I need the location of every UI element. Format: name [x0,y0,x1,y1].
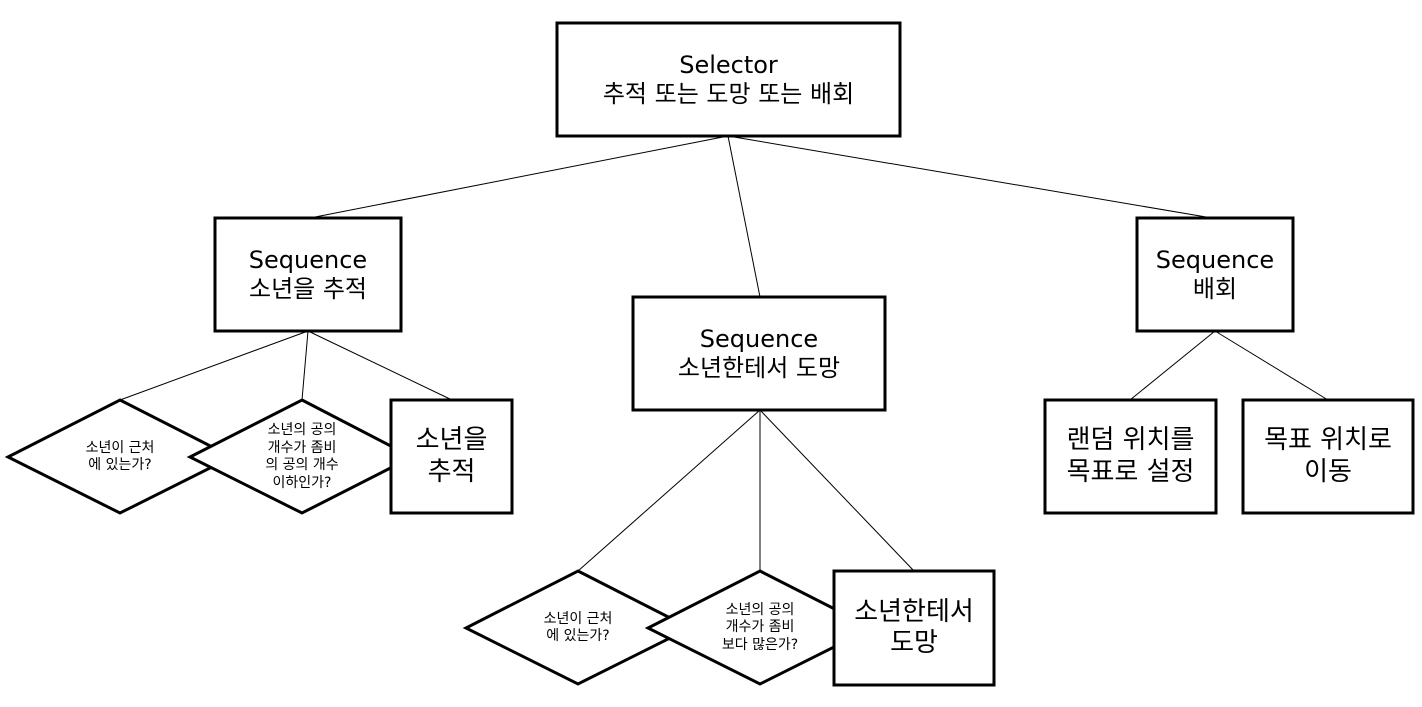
edge-seq-chase-act [307,330,453,401]
edge-seq-wander-act-move [1214,330,1329,401]
act-chase-label: 소년을 추적 [391,400,512,513]
cond-chase-near-label: 소년이 근처 에 있는가? [40,430,200,484]
act-flee-line2: 도망 [890,628,938,658]
act-move-label: 목표 위치로 이동 [1243,400,1413,513]
cond-flee-balls-label: 소년의 공의 개수가 좀비 보다 많은가? [690,593,830,663]
seq-flee-label: Sequence 소년한테서 도망 [633,297,885,410]
cond-flee-near-diamond [462,569,694,686]
seq-flee-box [631,295,887,412]
cond-flee-balls-line2: 개수가 좀비 [725,619,795,636]
act-chase-line2: 추적 [427,456,476,487]
act-flee-line1: 소년한테서 [854,596,974,627]
root-selector-label: Selector 추적 또는 도망 또는 배회 [557,23,900,136]
edge-seq-chase-cond-balls [301,330,309,401]
cond-flee-balls-line3: 보다 많은가? [721,636,799,653]
edge-seq-flee-cond-near [577,409,761,572]
seq-wander-type: Sequence [1155,245,1275,274]
cond-chase-near-line2: 에 있는가? [88,457,152,473]
cond-flee-balls-line1: 소년의 공의 [725,601,795,618]
seq-wander-label: Sequence 배회 [1137,218,1293,331]
act-set-target-label: 랜덤 위치를 목표로 설정 [1045,400,1216,513]
act-flee-box [832,569,996,687]
act-chase-box [389,398,514,515]
act-flee-label: 소년한테서 도망 [834,571,994,685]
cond-chase-balls-label: 소년의 공의 개수가 좀비 의 공의 개수 이하인가? [232,415,372,499]
root-selector-type: Selector [679,50,778,79]
act-chase-line1: 소년을 [415,425,488,456]
cond-flee-near-label: 소년이 근처 에 있는가? [498,601,658,655]
tree-edges [119,135,1329,572]
seq-chase-label: Sequence 소년을 추적 [215,218,401,331]
cond-chase-near-diamond [4,398,236,515]
act-set-target-line2: 목표로 설정 [1066,456,1195,487]
tree-shapes [4,21,1415,687]
act-move-line2: 이동 [1304,456,1352,487]
seq-flee-type: Sequence [699,324,819,353]
seq-wander-title: 배회 [1192,274,1238,303]
act-move-box [1241,398,1415,515]
act-set-target-box [1043,398,1218,515]
cond-chase-balls-line3: 의 공의 개수 [265,457,339,473]
cond-flee-near-line2: 에 있는가? [546,628,610,644]
seq-chase-title: 소년을 추적 [248,274,368,303]
seq-flee-title: 소년한테서 도망 [677,353,841,382]
edge-seq-flee-act [759,409,915,572]
cond-flee-near-line1: 소년이 근처 [543,610,613,627]
cond-chase-balls-line4: 이하인가? [272,474,332,491]
edge-root-seq-chase [309,135,729,219]
cond-chase-near-line1: 소년이 근처 [85,439,155,456]
root-selector-title: 추적 또는 도망 또는 배회 [602,79,855,108]
cond-chase-balls-line1: 소년의 공의 [267,422,337,438]
seq-wander-box [1135,216,1295,333]
edge-seq-chase-cond-near [119,330,309,401]
edge-seq-wander-act-set [1129,330,1216,401]
edge-root-seq-wander [727,135,1213,219]
root-selector-box [555,21,902,138]
seq-chase-type: Sequence [248,245,368,274]
act-set-target-line1: 랜덤 위치를 [1066,425,1195,456]
cond-chase-balls-line2: 개수가 좀비 [267,439,337,456]
edge-root-seq-flee [727,135,761,298]
cond-chase-balls-diamond [186,398,416,515]
act-move-line1: 목표 위치로 [1264,425,1392,456]
seq-chase-box [213,216,403,333]
